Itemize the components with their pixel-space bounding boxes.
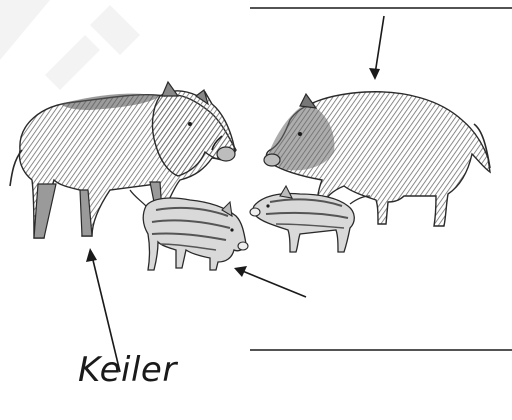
arrow-to-sow — [369, 16, 384, 80]
arrow-to-piglet — [234, 266, 306, 297]
label-keiler: Keiler — [78, 350, 177, 390]
striped-piglet-back-drawing — [250, 186, 370, 252]
striped-piglet-front-drawing — [130, 190, 248, 270]
